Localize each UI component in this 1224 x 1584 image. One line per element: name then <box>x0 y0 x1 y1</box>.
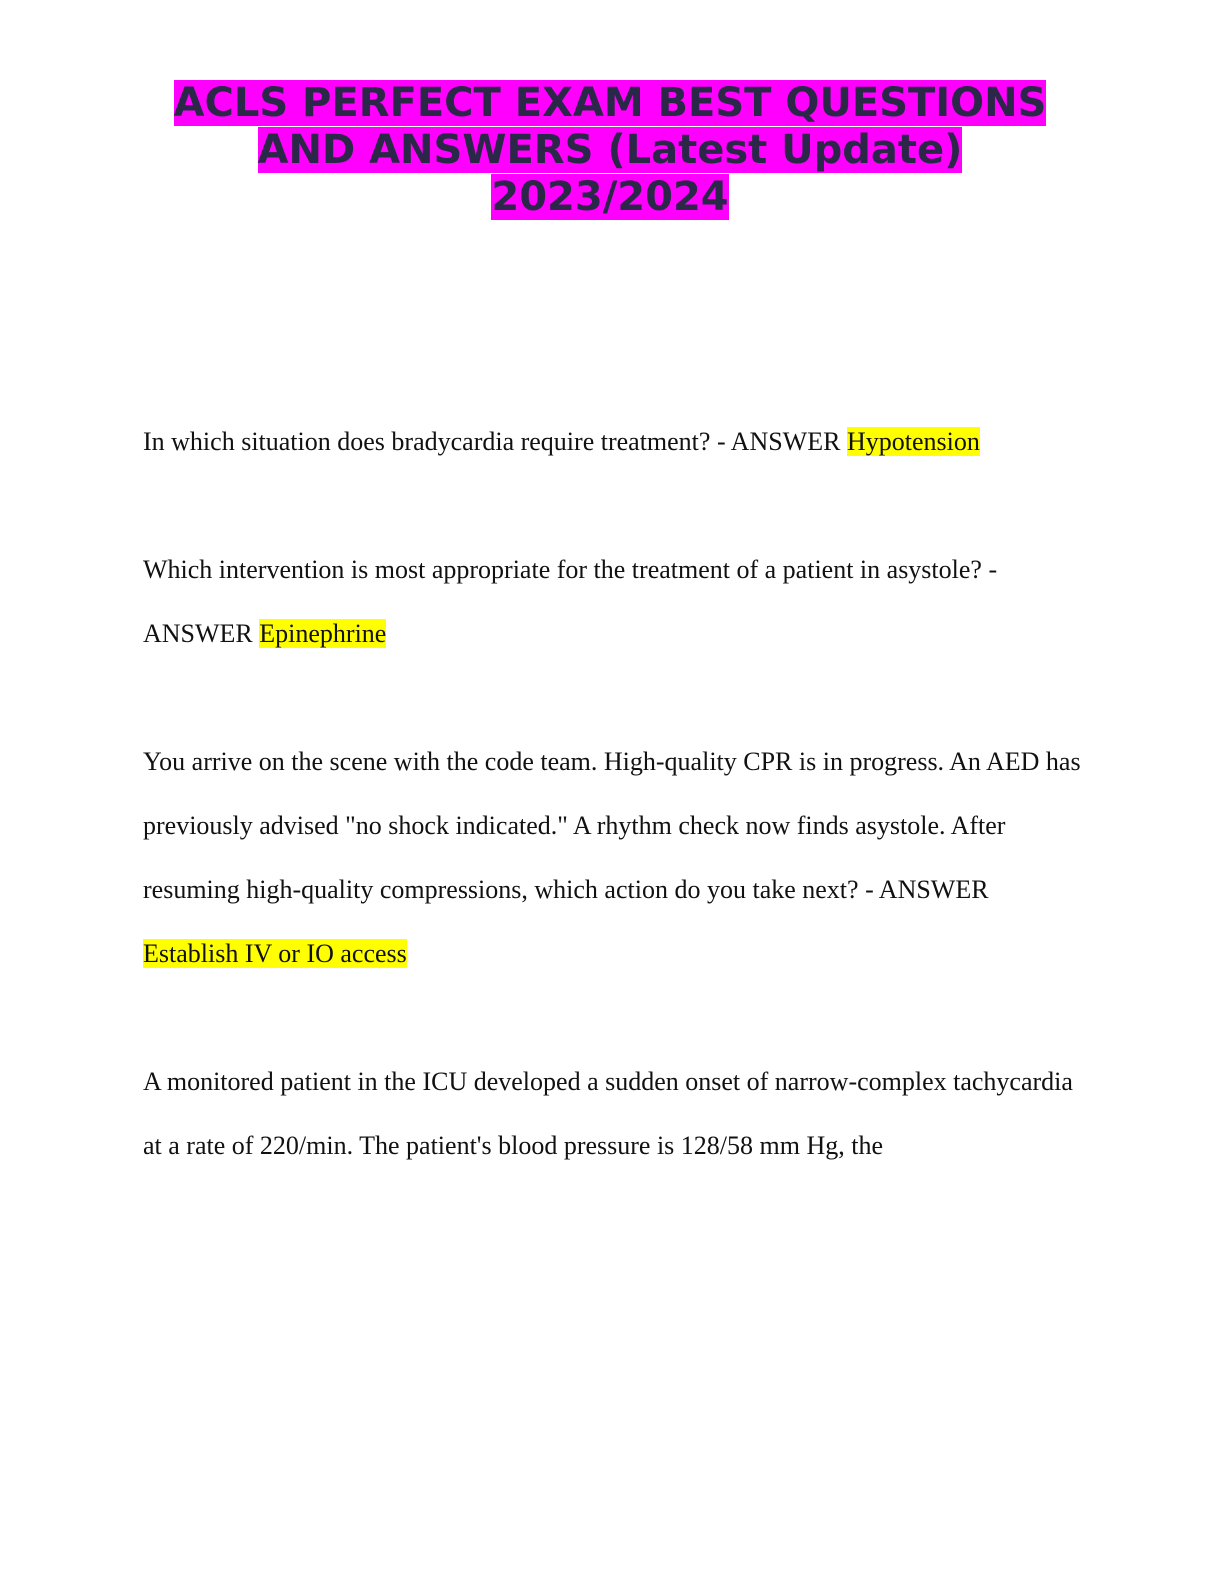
qa-item-2: Which intervention is most appropriate f… <box>143 538 1083 666</box>
title-highlight: ACLS PERFECT EXAM BEST QUESTIONS <box>173 80 1047 126</box>
title-line-2: AND ANSWERS (Latest Update) <box>100 127 1120 174</box>
qa-item-1: In which situation does bradycardia requ… <box>143 410 1083 474</box>
question-text: In which situation does bradycardia requ… <box>143 427 847 456</box>
answer-text: Epinephrine <box>259 619 387 648</box>
title-line-1: ACLS PERFECT EXAM BEST QUESTIONS <box>100 80 1120 127</box>
document-body: In which situation does bradycardia requ… <box>143 410 1083 1242</box>
question-text: You arrive on the scene with the code te… <box>143 747 1081 904</box>
title-line-3: 2023/2024 <box>100 174 1120 221</box>
document-title: ACLS PERFECT EXAM BEST QUESTIONS AND ANS… <box>100 80 1120 221</box>
answer-text: Establish IV or IO access <box>143 939 407 968</box>
qa-item-4: A monitored patient in the ICU developed… <box>143 1050 1083 1178</box>
question-text: Which intervention is most appropriate f… <box>143 555 998 648</box>
qa-item-3: You arrive on the scene with the code te… <box>143 730 1083 986</box>
question-text: A monitored patient in the ICU developed… <box>143 1067 1073 1160</box>
title-highlight: AND ANSWERS (Latest Update) <box>257 127 963 173</box>
title-highlight: 2023/2024 <box>491 174 729 220</box>
answer-text: Hypotension <box>846 427 980 456</box>
